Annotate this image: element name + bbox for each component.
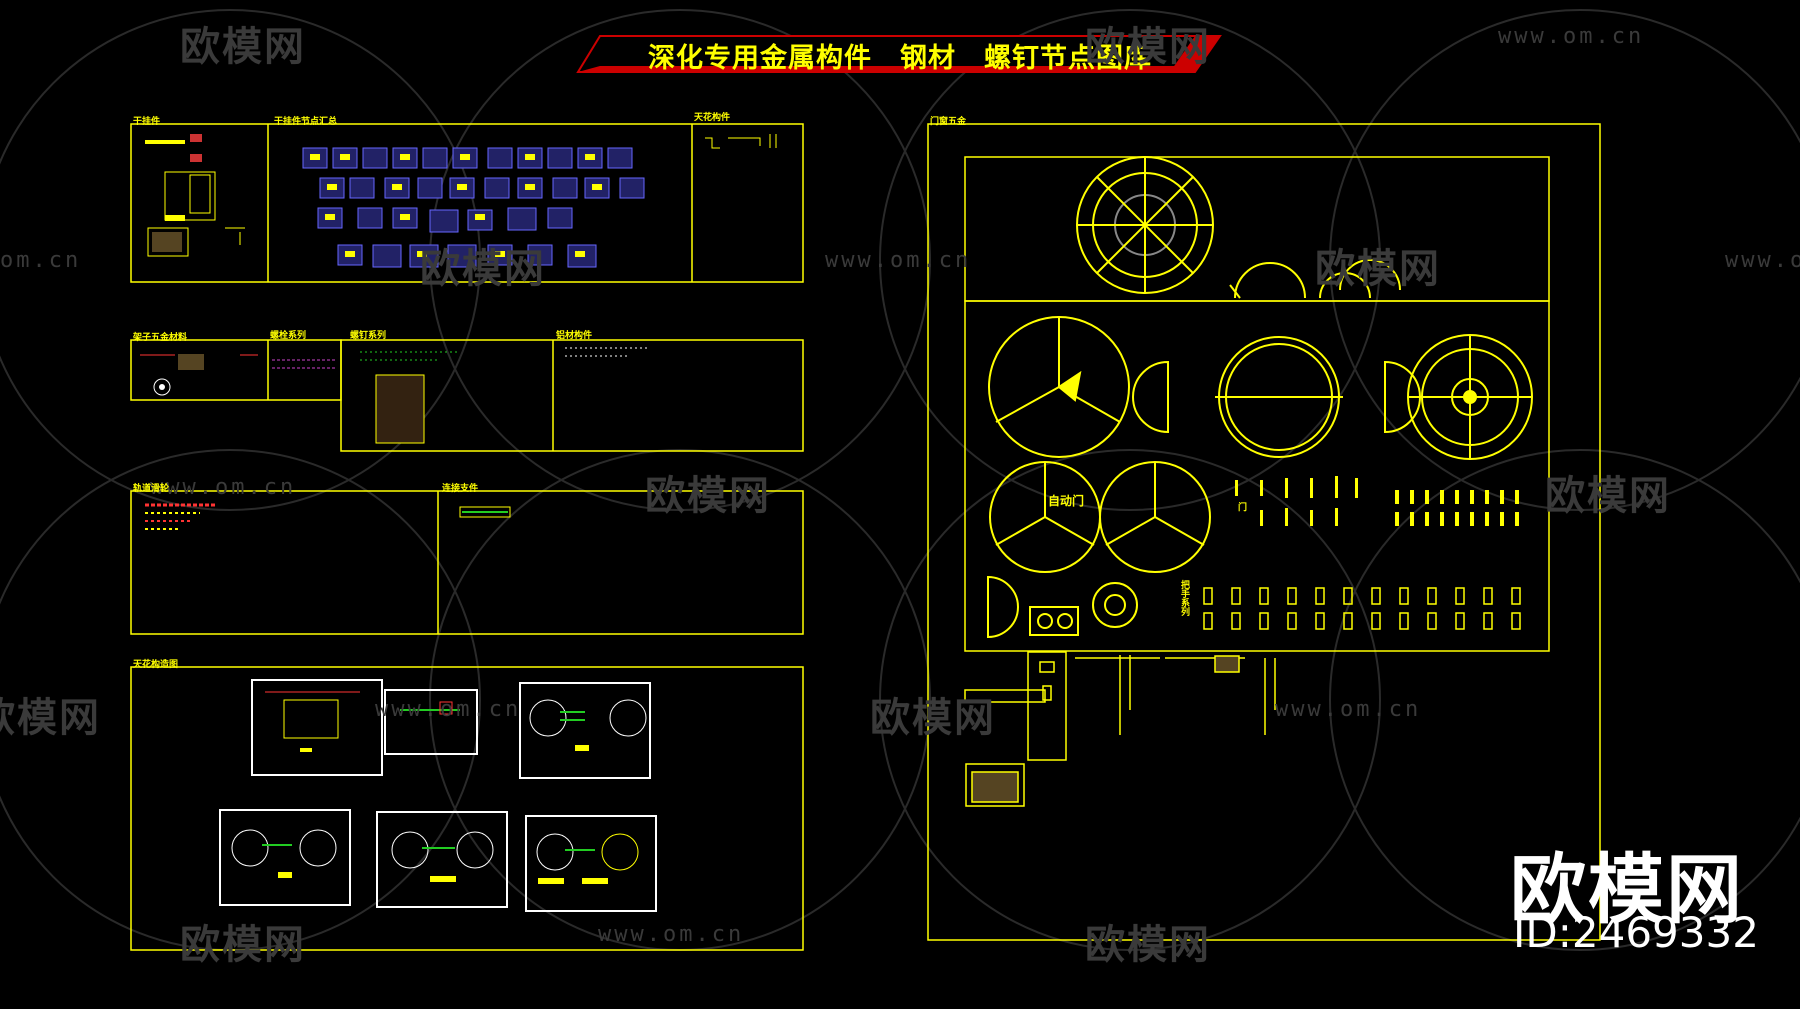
watermark-url: www.om.cn [598, 922, 745, 947]
section-label-connection: 连接支件 [442, 484, 479, 494]
section-label-sliding-rail: 轨道滑轮 [133, 484, 170, 494]
watermark-url: www.om.cn [1275, 697, 1422, 722]
panel-ceiling-nodes[interactable] [130, 666, 804, 951]
lock-plate-drawing [964, 651, 1276, 807]
watermark-brand: 欧模网 [180, 922, 306, 968]
ceiling-node-details [231, 691, 647, 884]
handrail-drawings [145, 134, 245, 257]
door-vertical-label: 门 [1238, 503, 1248, 513]
section-label-door-hardware: 门窗五金 [930, 117, 967, 127]
door-handles-grid [1235, 476, 1519, 526]
watermark-brand: 欧模网 [1545, 473, 1671, 519]
title-bar [576, 35, 1222, 73]
door-vertical-label: 把手系列 [1179, 580, 1189, 616]
round-door-top [1076, 156, 1401, 299]
watermark-brand-partial: 欧模网 [420, 246, 546, 292]
section-label-sealing-parts: 铝材构件 [556, 331, 593, 341]
watermark-brand: 欧模网 [180, 24, 306, 70]
watermark-url: www.om.cn [375, 697, 522, 722]
lever-handles-row [1203, 587, 1521, 630]
panel-hardware[interactable] [130, 339, 804, 452]
section-label-bolt-series: 螺栓系列 [270, 331, 307, 341]
door-round-label: 自动门 [1048, 494, 1085, 508]
panel-door-hardware[interactable] [927, 123, 1601, 941]
page-title: 深化专用金属构件 钢材 螺钉节点图库 [648, 43, 1152, 74]
watermark-brand: 欧模网 [1315, 246, 1441, 292]
watermark-brand: 欧模网 [870, 695, 996, 741]
watermark-url: www.om.cn [150, 475, 297, 500]
watermark-brand: 欧模网 [645, 473, 771, 519]
watermark-brand: 欧模网 [1085, 922, 1211, 968]
ceiling-parts-drawing [705, 134, 777, 149]
hardware-drawings [140, 347, 650, 444]
section-label-handrail: 干挂件 [133, 117, 161, 127]
brand-logo-text: 欧模网 [1510, 845, 1744, 934]
section-label-ceiling-parts: 天花构件 [694, 113, 731, 123]
watermark-brand-partial: 欧模网 [0, 695, 101, 741]
handrail-summary-thumbs [302, 147, 645, 268]
section-label-screw-series: 螺钉系列 [350, 331, 387, 341]
asset-id-label: ID:2469332 [1513, 908, 1759, 957]
panel-sealing[interactable] [130, 490, 804, 635]
watermark-brand: 欧模网 [1085, 24, 1211, 70]
section-label-ceiling-nodes: 天花构造图 [133, 660, 179, 670]
watermark-url: www.om.cn [825, 248, 972, 273]
watermark-url: www.om.cn [1725, 248, 1800, 273]
watermark-url-partial: om.cn [0, 248, 82, 273]
revolving-door-set [987, 316, 1533, 639]
section-label-bracket-hardware: 架子五金材料 [133, 333, 188, 343]
sealing-drawings [145, 503, 511, 530]
panel-handrail[interactable] [130, 123, 804, 283]
ceiling-node-sheets [219, 679, 657, 912]
section-label-handrail-summary: 干挂件节点汇总 [274, 117, 338, 127]
watermark-url: www.om.cn [1498, 24, 1645, 49]
